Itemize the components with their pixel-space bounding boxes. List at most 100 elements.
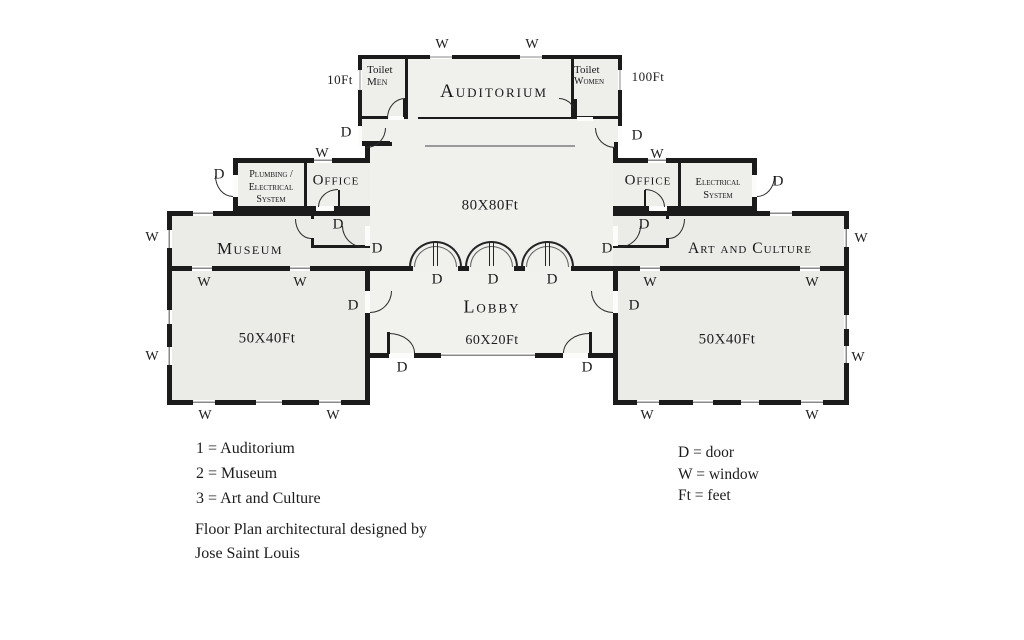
door-opening [233,175,238,197]
museum-label: Museum [216,239,284,258]
door-label: D [772,173,784,190]
window-label: W [293,275,307,290]
window-label: W [854,231,868,246]
interior-wall [571,266,618,271]
door-opening [365,291,370,313]
window-label: W [851,350,865,365]
threshold-line [425,145,575,147]
left-dimension-label: 10Ft [327,72,353,87]
door-leaf [403,99,406,117]
lobby-size-label: 60X20Ft [465,333,519,348]
window-symbol-mark [167,310,172,324]
door-label: D [332,216,344,233]
window-symbol-mark [520,55,542,59]
interior-wall [311,238,314,245]
arched-door-leaves [433,242,438,266]
interior-wall [678,158,681,206]
credit-line-2: Jose Saint Louis [195,545,300,562]
wall-opening [392,141,614,147]
window-label: W [145,349,159,364]
door-opening [613,291,618,313]
interior-wall [311,211,314,219]
window-symbol-mark [193,211,213,216]
art-culture-label: Art and Culture [688,240,812,257]
window-symbol-mark [290,266,310,271]
room-southeast [613,266,849,405]
office-left-label: Office [312,172,360,189]
window-symbol-mark [314,158,332,163]
window-label: W [525,37,539,52]
door-label: D [638,216,650,233]
toilet-women-room [571,59,618,119]
legend-item-art-culture: 3 = Art and Culture [196,490,321,507]
door-leaf [574,99,577,117]
window-label: W [326,408,340,423]
door-label: D [581,359,593,376]
window-label: W [198,408,212,423]
window-symbol-mark [167,347,172,365]
door-label: D [628,297,640,314]
door-opening [365,226,370,246]
door-opening [388,116,404,120]
window-label: W [145,230,159,245]
window-symbol-mark [618,70,622,90]
door-label: D [546,271,558,288]
window-symbol-mark [648,158,666,163]
door-opening [613,226,618,246]
window-symbol-mark [801,400,823,405]
lobby-label: Lobby [463,296,521,317]
door-leaf [644,190,646,207]
window-label: W [435,37,449,52]
auditorium-size-label: 80X80Ft [461,197,519,214]
window-label: W [650,147,664,162]
room-southwest [167,266,370,405]
window-symbol-mark [430,55,452,59]
legend-item-feet: Ft = feet [678,487,731,504]
interior-wall [365,266,413,271]
interior-wall [666,211,669,219]
window-symbol-mark [693,400,713,405]
credit-line-1: Floor Plan architectural designed by [195,521,427,538]
door-leaf [338,190,340,207]
window-symbol-mark [800,266,820,271]
interior-wall [458,266,469,271]
window-symbol-mark [192,266,212,271]
door-label: D [396,359,408,376]
interior-wall [418,117,577,119]
door-label: D [347,297,359,314]
window-symbol-mark [167,230,172,248]
office-right-label: Office [624,172,672,189]
door-label: D [340,124,352,141]
window-symbol-mark [193,400,215,405]
window-symbol-mark [358,70,362,90]
plumbing-electrical-label: Plumbing / Electrical System [248,169,294,205]
door-label: D [487,271,499,288]
window-label: W [805,275,819,290]
window-symbol-mark [770,211,792,216]
arched-door-leaves [489,242,494,266]
door-opening [618,126,622,146]
auditorium-label: Auditorium [440,81,548,102]
window-label: W [805,408,819,423]
window-label: W [197,275,211,290]
door-opening [563,353,588,358]
window-symbol-mark [844,315,849,329]
window-label: W [315,146,329,161]
legend-item-door: D = door [678,444,735,461]
door-label: D [601,240,613,257]
window-symbol-mark [319,400,341,405]
door-opening [316,206,334,211]
door-label: D [371,240,383,257]
electrical-system-label: Electrical System [695,177,741,201]
door-opening [358,126,362,146]
window-label: W [643,275,657,290]
door-label: D [431,271,443,288]
window-symbol-mark [741,400,759,405]
door-label: D [213,166,225,183]
door-opening [577,117,593,121]
interior-wall [613,245,669,248]
window-label: W [640,408,654,423]
